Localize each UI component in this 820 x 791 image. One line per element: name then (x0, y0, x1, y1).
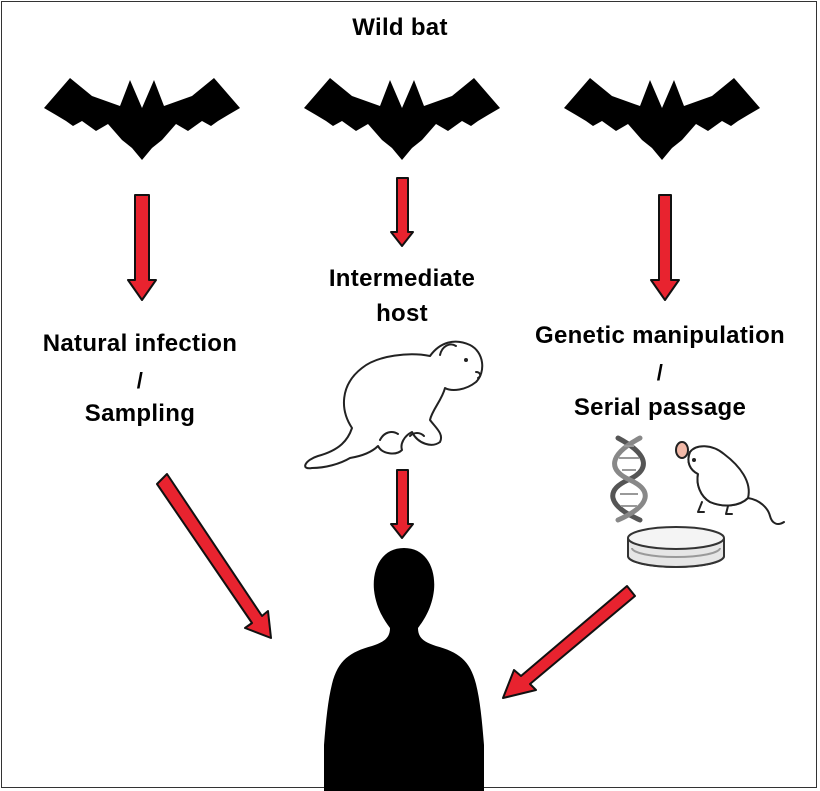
arrow-left-to-human (156, 473, 272, 639)
label-host: host (376, 300, 428, 327)
arrow-down-left (127, 194, 157, 301)
label-sampling: Sampling (84, 400, 196, 427)
dna-icon (610, 435, 648, 523)
label-left-separator: / (136, 368, 144, 393)
petri-dish-icon (627, 526, 725, 568)
bat-icon-right (564, 78, 760, 160)
bat-icon-left (44, 78, 240, 160)
arrow-right-to-human (502, 585, 636, 699)
mouse-icon (675, 441, 785, 525)
arrow-down-middle (390, 177, 414, 247)
title-wild-bat: Wild bat (352, 14, 448, 41)
arrow-down-right (650, 194, 680, 301)
label-serial-passage: Serial passage (573, 394, 747, 421)
label-genetic-manipulation: Genetic manipulation (534, 322, 786, 349)
ferret-icon (304, 340, 484, 470)
label-natural-infection: Natural infection (42, 330, 238, 357)
label-right-separator: / (656, 360, 664, 385)
human-icon (324, 548, 484, 791)
label-intermediate: Intermediate (328, 265, 476, 292)
arrow-ferret-to-human (390, 469, 414, 539)
bat-icon-middle (304, 78, 500, 160)
